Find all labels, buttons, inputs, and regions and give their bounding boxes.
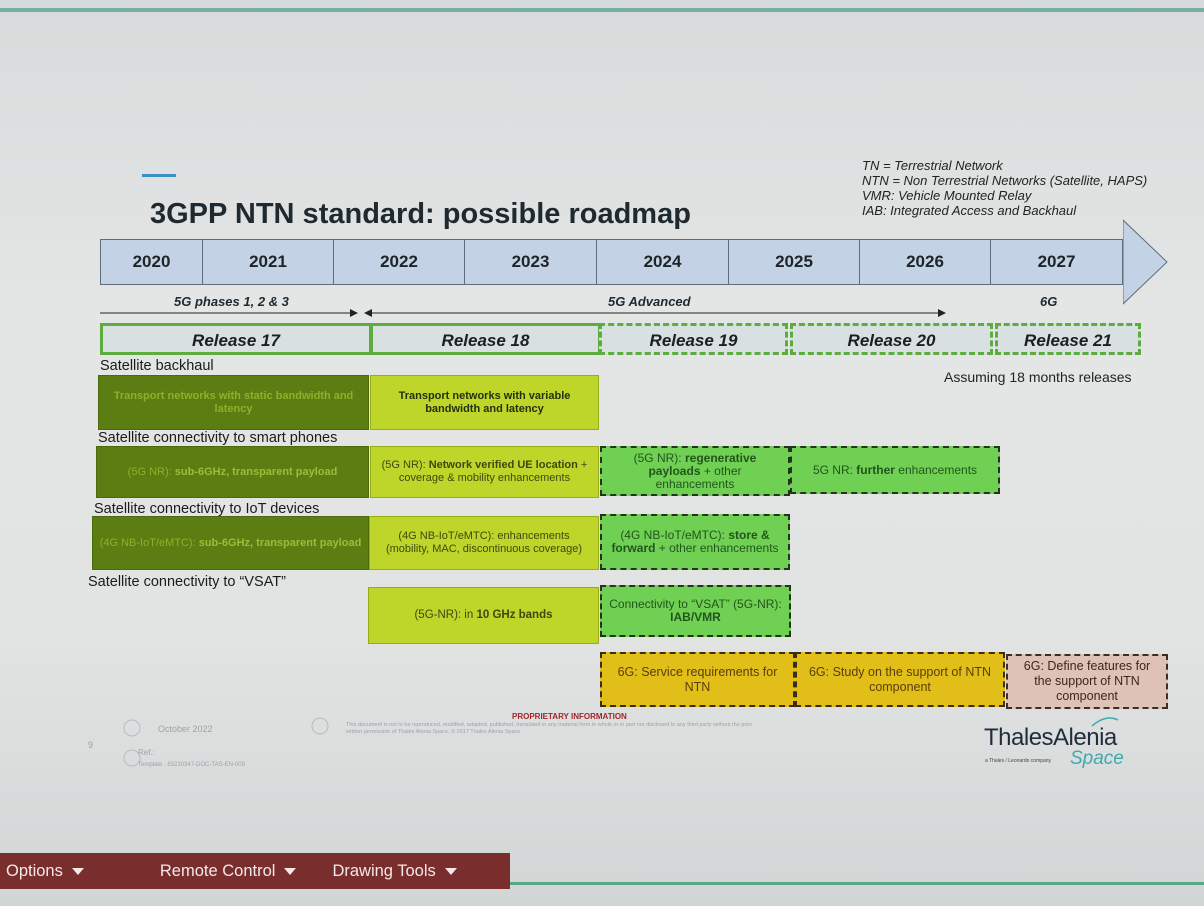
year-timeline: 2020 2021 2022 2023 2024 2025 2026 2027: [100, 239, 1124, 285]
phase-arrows-icon: [100, 309, 946, 317]
toolbar-divider-line: [510, 882, 1204, 885]
iot-rel17-box: (4G NB-IoT/eMTC): sub-6GHz, transparent …: [92, 516, 369, 570]
sixg-rel21-box: 6G: Define features for the support of N…: [1006, 654, 1168, 709]
phones-rel18-box: (5G NR): Network verified UE location + …: [370, 446, 599, 498]
box-text: (4G NB-IoT/eMTC):: [620, 528, 729, 542]
box-text-bold: sub-6GHz, transparent payload: [198, 536, 362, 549]
drawing-tools-menu-button[interactable]: Drawing Tools: [314, 853, 474, 889]
slide-title: 3GPP NTN standard: possible roadmap: [150, 198, 691, 230]
phase-label-5g: 5G phases 1, 2 & 3: [174, 294, 289, 309]
box-text: 5G NR:: [812, 462, 857, 477]
backhaul-rel17-box: Transport networks with static bandwidth…: [98, 375, 369, 430]
proprietary-title: PROPRIETARY INFORMATION: [512, 712, 627, 721]
iot-rel18-box: (4G NB-IoT/eMTC): enhancements (mobility…: [369, 516, 599, 570]
box-text: enhancements: [894, 462, 978, 477]
remote-control-label: Remote Control: [159, 861, 276, 880]
drawing-tools-label: Drawing Tools: [332, 861, 436, 880]
release-20: Release 20: [790, 323, 993, 355]
chevron-down-icon: [444, 867, 457, 875]
year-2022: 2022: [334, 240, 465, 284]
footer-template: Template : 83230347-DOC-TAS-EN-009: [138, 762, 245, 768]
year-2025: 2025: [729, 240, 860, 284]
box-text-bold: regenerative payloads: [648, 450, 757, 478]
box-text-bold: store & forward: [611, 528, 770, 555]
legend-note: IAB: Integrated Access and Backhaul: [862, 203, 1077, 218]
calendar-icon: [123, 719, 141, 737]
timeline-arrowhead-icon: [1123, 219, 1168, 305]
release-18: Release 18: [370, 323, 601, 355]
page-number: 9: [88, 740, 94, 750]
acronym-legend: TN = Terrestrial Network NTN = Non Terre…: [862, 158, 1147, 218]
remote-control-menu-button[interactable]: Remote Control: [142, 853, 315, 889]
backhaul-rel18-box: Transport networks with variable bandwid…: [370, 375, 599, 430]
section-iot-devices: Satellite connectivity to IoT devices: [94, 501, 320, 517]
title-accent-bar: [142, 174, 176, 177]
phones-rel20-box: 5G NR: further enhancements: [790, 446, 1000, 494]
reference-icon: [123, 749, 141, 767]
box-text-bold: Network verified UE location: [428, 459, 578, 471]
box-text: + coverage & mobility enhancements: [398, 459, 588, 484]
section-satellite-backhaul: Satellite backhaul: [100, 358, 214, 374]
legend-note: NTN = Non Terrestrial Networks (Satellit…: [862, 173, 1148, 188]
box-text: (5G NR):: [633, 450, 685, 465]
year-2023: 2023: [465, 240, 597, 284]
box-text-bold: further: [856, 462, 895, 477]
chevron-down-icon: [284, 867, 297, 875]
section-vsat: Satellite connectivity to “VSAT”: [88, 574, 286, 590]
logo-swoosh-icon: [1091, 717, 1119, 727]
year-2027: 2027: [991, 240, 1123, 284]
logo-subtitle: a Thales / Leonardo company: [985, 758, 1052, 764]
box-text: (5G NR):: [127, 465, 175, 478]
release-19: Release 19: [599, 323, 788, 355]
year-2024: 2024: [597, 240, 729, 284]
phase-label-5g-advanced: 5G Advanced: [608, 294, 691, 309]
iot-rel19-box: (4G NB-IoT/eMTC): store & forward + othe…: [600, 514, 790, 570]
year-2020: 2020: [101, 240, 203, 284]
options-menu-button[interactable]: Options: [0, 853, 102, 889]
release-21: Release 21: [995, 323, 1141, 355]
box-text-bold: IAB/VMR: [670, 610, 721, 624]
box-text: (4G NB-IoT/eMTC):: [99, 536, 199, 549]
box-text-bold: 10 GHz bands: [476, 609, 553, 621]
phones-rel17-box: (5G NR): sub-6GHz, transparent payload: [96, 446, 369, 498]
legend-note: VMR: Vehicle Mounted Relay: [862, 188, 1032, 203]
options-label: Options: [6, 861, 63, 880]
year-2026: 2026: [860, 240, 991, 284]
thales-alenia-logo: ThalesAlenia: [984, 724, 1117, 751]
sixg-rel20-box: 6G: Study on the support of NTN componen…: [795, 652, 1005, 707]
footer-ref: Ref.:: [138, 748, 155, 757]
release-17: Release 17: [100, 323, 372, 355]
info-icon: [311, 717, 329, 735]
phones-rel19-box: (5G NR): regenerative payloads + other e…: [600, 446, 790, 496]
phase-label-6g: 6G: [1040, 294, 1058, 309]
proprietary-notice: This document is not to be reproduced, m…: [346, 722, 753, 735]
box-text: Connectivity to “VSAT” (5G-NR):: [609, 597, 782, 611]
legend-note: TN = Terrestrial Network: [862, 158, 1003, 173]
box-text: + other enhancements: [655, 463, 742, 491]
vsat-rel18-box: (5G-NR): in 10 GHz bands: [368, 587, 599, 644]
box-text: + other enhancements: [655, 541, 779, 555]
logo-space-text: Space: [1070, 748, 1124, 769]
box-text: (5G-NR): in: [414, 609, 477, 621]
vsat-rel19-box: Connectivity to “VSAT” (5G-NR): IAB/VMR: [600, 585, 791, 637]
presenter-toolbar: Options Remote Control Drawing Tools: [0, 853, 510, 889]
slide-top-line: [0, 8, 1204, 12]
box-text: (5G NR):: [381, 459, 429, 471]
sixg-rel19-box: 6G: Service requirements for NTN: [600, 652, 795, 707]
section-smart-phones: Satellite connectivity to smart phones: [98, 430, 338, 446]
chevron-down-icon: [71, 867, 84, 875]
year-2021: 2021: [203, 240, 334, 284]
footer-date: October 2022: [158, 724, 213, 734]
box-text-bold: sub-6GHz, transparent payload: [174, 465, 338, 478]
release-assumption-note: Assuming 18 months releases: [944, 369, 1132, 385]
